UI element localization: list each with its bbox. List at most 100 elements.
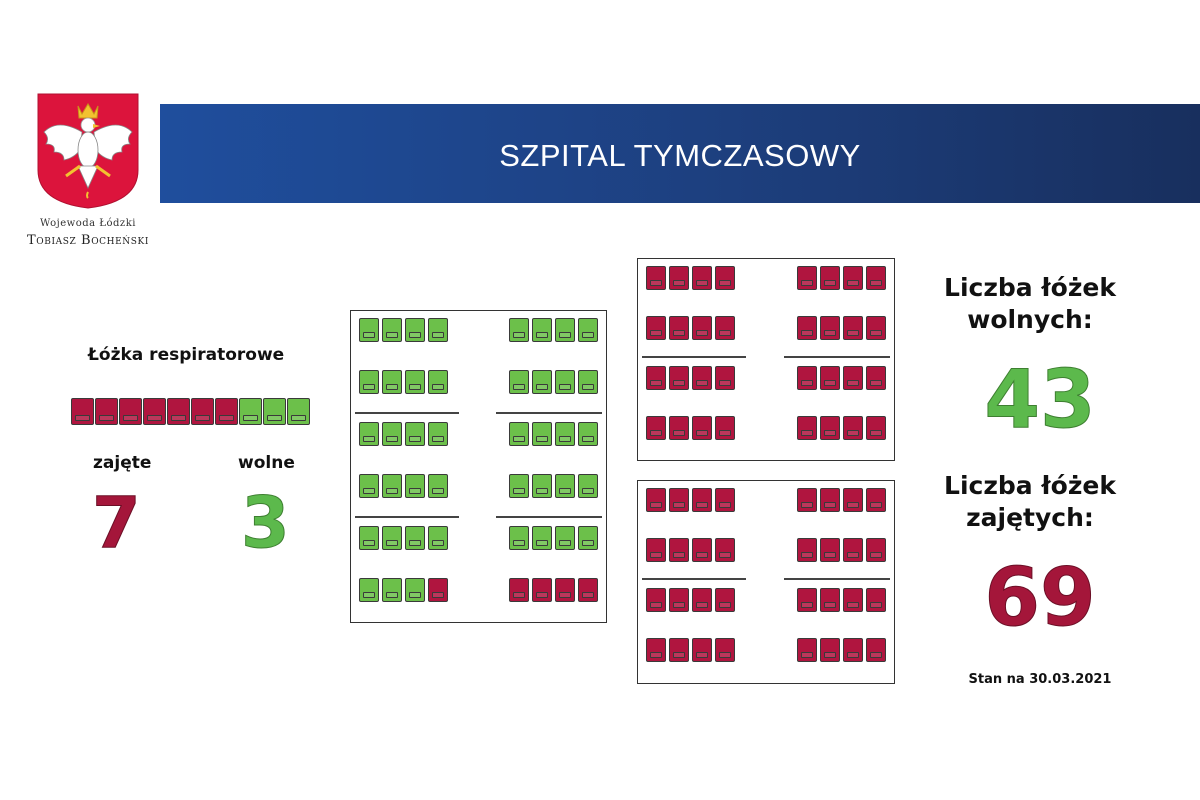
free-bed-icon [555,422,575,446]
occupied-bed-icon [843,416,863,440]
free-bed-icon [382,526,402,550]
bed-group [797,366,886,390]
occupied-bed-icon [797,316,817,340]
free-bed-icon [359,422,379,446]
occupied-bed-icon [669,538,689,562]
bed-group [359,370,448,394]
occupied-bed-icon [143,398,166,425]
row-divider [355,516,459,518]
respirator-occupied-label: zajęte [93,453,152,473]
occupied-bed-icon [797,416,817,440]
occupied-beds-label-line2: zajętych: [966,503,1094,532]
free-beds-label: Liczba łóżek wolnych: [920,272,1140,336]
occupied-bed-icon [715,416,735,440]
bed-group [797,416,886,440]
occupied-bed-icon [119,398,142,425]
occupied-bed-icon [692,366,712,390]
occupied-beds-label-line1: Liczba łóżek [944,471,1116,500]
occupied-bed-icon [646,366,666,390]
ward-right-top-block [637,258,895,461]
occupied-bed-icon [866,638,886,662]
occupied-bed-icon [820,416,840,440]
free-bed-icon [555,370,575,394]
occupied-bed-icon [646,416,666,440]
free-bed-icon [555,474,575,498]
occupied-bed-icon [191,398,214,425]
occupied-bed-icon [715,538,735,562]
occupied-bed-icon [715,266,735,290]
free-bed-icon [509,370,529,394]
free-bed-icon [382,318,402,342]
occupied-bed-icon [71,398,94,425]
occupied-bed-icon [866,538,886,562]
occupied-bed-icon [669,638,689,662]
occupied-bed-icon [820,316,840,340]
free-bed-icon [578,422,598,446]
respirator-occupied-count: 7 [92,482,142,564]
occupied-bed-icon [866,316,886,340]
bed-group [646,638,735,662]
bed-group [359,474,448,498]
page-title: SZPITAL TYMCZASOWY [499,138,861,173]
free-bed-icon [578,370,598,394]
free-bed-icon [532,526,552,550]
occupied-bed-icon [532,578,552,602]
free-bed-icon [359,474,379,498]
free-bed-icon [359,318,379,342]
occupied-bed-icon [669,316,689,340]
row-divider [496,516,602,518]
free-bed-icon [359,370,379,394]
occupied-bed-icon [866,366,886,390]
occupied-bed-icon [797,538,817,562]
row-divider [642,356,746,358]
occupied-bed-icon [715,488,735,512]
occupied-bed-icon [843,316,863,340]
free-beds-count: 43 [984,353,1096,446]
free-bed-icon [555,526,575,550]
bed-group [797,316,886,340]
free-bed-icon [532,474,552,498]
occupied-bed-icon [646,266,666,290]
occupied-bed-icon [692,588,712,612]
occupied-bed-icon [820,266,840,290]
free-bed-icon [405,474,425,498]
bed-group [797,588,886,612]
bed-group [509,370,598,394]
occupied-bed-icon [555,578,575,602]
occupied-bed-icon [669,266,689,290]
row-divider [355,412,459,414]
bed-group [359,422,448,446]
occupied-bed-icon [215,398,238,425]
polish-eagle-emblem-icon [36,92,140,210]
ward-left-block [350,310,607,623]
occupied-bed-icon [843,638,863,662]
occupied-bed-icon [95,398,118,425]
free-bed-icon [405,578,425,602]
occupied-bed-icon [715,316,735,340]
occupied-bed-icon [843,538,863,562]
bed-group [509,422,598,446]
occupied-bed-icon [820,588,840,612]
bed-group [509,318,598,342]
occupied-beds-count: 69 [984,551,1096,644]
occupied-bed-icon [843,266,863,290]
bed-group [646,316,735,340]
bed-group [359,578,448,602]
bed-group [797,538,886,562]
occupied-bed-icon [669,488,689,512]
occupied-bed-icon [843,488,863,512]
free-bed-icon [428,370,448,394]
occupied-bed-icon [866,416,886,440]
free-bed-icon [509,474,529,498]
respirator-free-label: wolne [238,453,295,473]
occupied-bed-icon [578,578,598,602]
occupied-bed-icon [715,638,735,662]
occupied-bed-icon [820,538,840,562]
free-bed-icon [382,578,402,602]
occupied-bed-icon [797,366,817,390]
occupied-bed-icon [692,538,712,562]
occupied-bed-icon [797,588,817,612]
bed-group [646,266,735,290]
bed-group [509,474,598,498]
free-bed-icon [428,318,448,342]
